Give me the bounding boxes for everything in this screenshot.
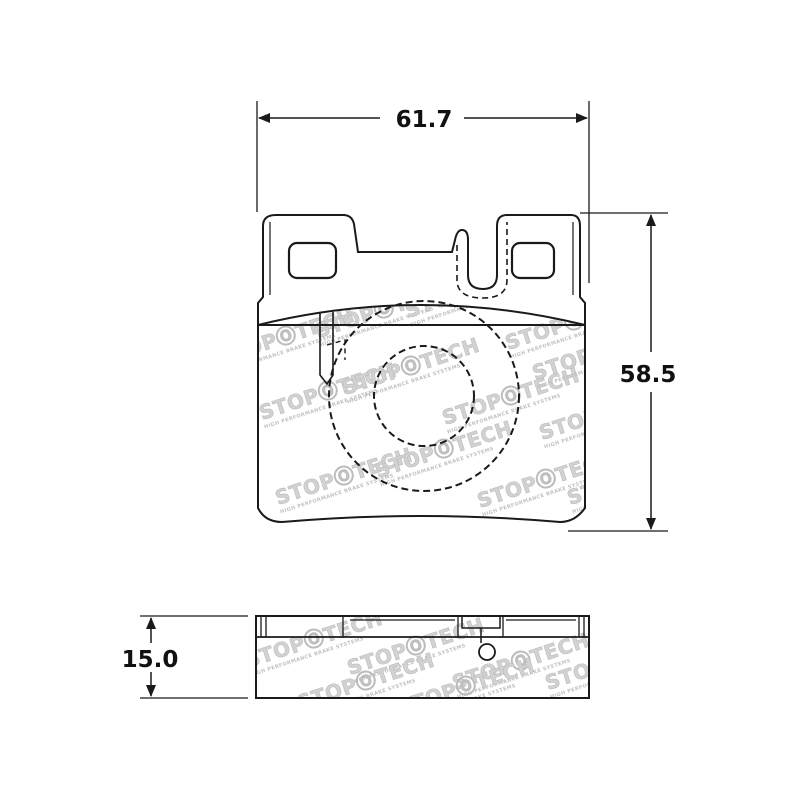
watermark-brand: STOPⓄTECH [474,446,617,513]
watermark-brand: STOPⓄTECH [339,333,482,400]
backing-plate-inner-line [269,222,574,295]
friction-pad-outline [257,304,586,524]
width-label: 61.7 [396,107,453,133]
watermark-brand: STOPⓄTECH [502,288,645,355]
height-label: 58.5 [620,362,677,388]
piston-inner-hidden [373,345,475,447]
wear-indicator [319,312,334,386]
side-pin-hole [478,643,496,661]
notch-hidden-line [456,222,508,299]
watermark-tagline: HIGH PERFORMANCE BRAKE SYSTEMS [572,473,687,516]
mounting-hole-right [510,241,556,280]
side-outline [255,615,590,699]
clip-tab [461,616,501,643]
thickness-label: 15.0 [122,647,179,673]
wear-indicator-hidden [326,339,346,360]
piston-outer-hidden [328,300,520,492]
plate-detail [260,616,585,637]
width-dimension: 61.7 [256,101,590,283]
backing-plate-outline [257,214,586,326]
height-dimension: 58.5 [568,212,677,532]
mounting-hole-left [287,241,338,280]
thickness-dimension: 15.0 [122,615,248,699]
